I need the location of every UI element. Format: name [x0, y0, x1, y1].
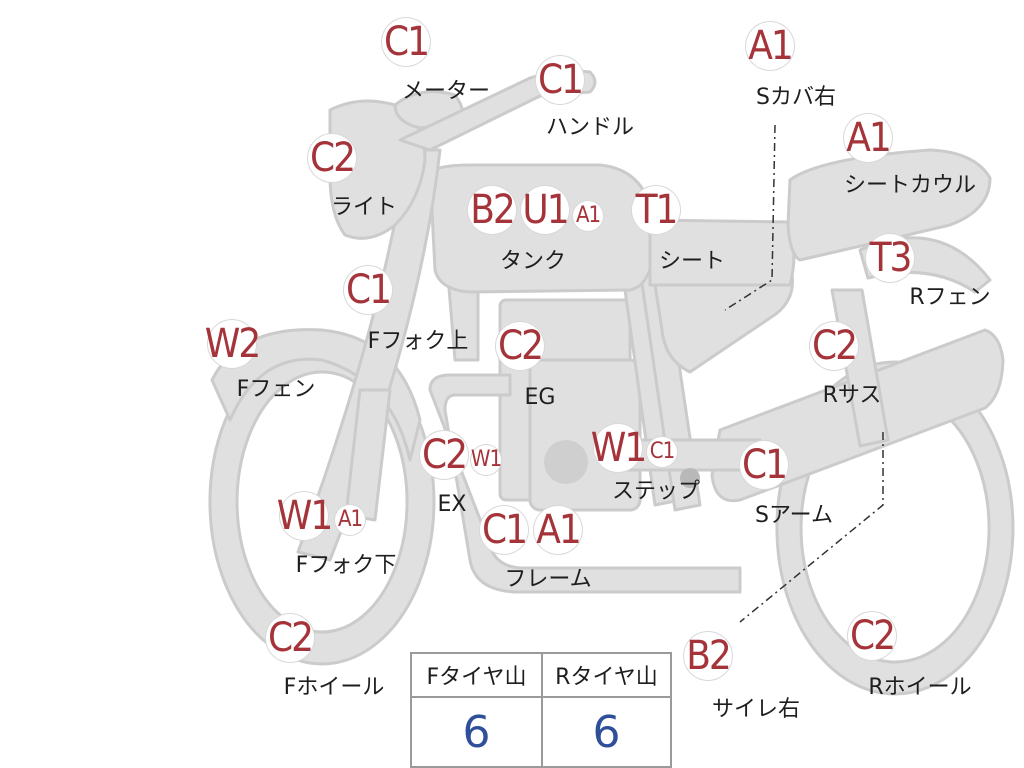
part-label-front-wheel: Fホイール	[283, 675, 385, 700]
part-label-engine: EG	[524, 385, 556, 410]
part-label-front-fork-upper: Fフォク上	[367, 329, 469, 354]
part-label-side-cover-right: Sカバ右	[756, 85, 836, 110]
grade-badge-rear-wheel: C2	[848, 612, 896, 660]
grade-badge-light: C2	[308, 134, 356, 182]
grade-badge-tank-2: U1	[521, 186, 570, 234]
grade-badge-exhaust-2: W1	[471, 445, 502, 475]
grade-badge-step-2: C1	[647, 437, 677, 467]
part-label-seat-cowl: シートカウル	[843, 173, 977, 198]
part-label-exhaust: EX	[437, 492, 467, 517]
grade-badge-rear-suspension: C2	[810, 322, 858, 370]
front-tire-header: Fタイヤ山	[412, 654, 541, 698]
part-label-light: ライト	[330, 195, 398, 220]
tire-tread-table: Fタイヤ山 Rタイヤ山 6 6	[410, 652, 672, 768]
part-label-rear-wheel: Rホイール	[868, 675, 972, 700]
rear-tire-value: 6	[541, 698, 670, 766]
part-label-front-fender: Fフェン	[236, 377, 316, 402]
grade-badge-handle: C1	[536, 56, 584, 104]
grade-badge-front-fork-lower: W1	[276, 492, 333, 540]
part-label-tank: タンク	[499, 249, 567, 274]
grade-badge-seat: T1	[632, 186, 680, 234]
grade-badge-swing-arm: C1	[740, 441, 788, 489]
part-label-muffler-right: サイレ右	[711, 697, 801, 722]
grade-badge-engine: C2	[496, 322, 544, 370]
part-label-handle: ハンドル	[545, 115, 635, 140]
leader-line-muffler	[739, 432, 884, 623]
part-label-front-fork-lower: Fフォク下	[295, 553, 397, 578]
grade-badge-muffler-right: B2	[684, 632, 732, 680]
part-label-step: ステップ	[611, 479, 701, 504]
grade-badge-frame-2: A1	[534, 506, 582, 554]
grade-badge-exhaust: C2	[420, 431, 468, 479]
grade-badge-front-fork-upper: C1	[344, 266, 392, 314]
part-label-meter: メーター	[401, 79, 491, 104]
grade-badge-seat-cowl: A1	[844, 114, 892, 162]
grade-badge-rear-fender: T3	[866, 234, 914, 282]
part-label-seat: シート	[658, 249, 726, 274]
grade-badge-front-fork-lower-2: A1	[335, 505, 365, 535]
grade-badge-side-cover-right: A1	[746, 22, 794, 70]
part-label-frame: フレーム	[504, 567, 592, 592]
grade-badge-front-wheel: C2	[266, 614, 314, 662]
grade-badge-tank: B2	[468, 186, 516, 234]
grade-badge-frame: C1	[480, 506, 528, 554]
part-label-rear-suspension: Rサス	[822, 383, 882, 408]
grade-badge-meter: C1	[382, 18, 430, 66]
part-label-swing-arm: Sアーム	[755, 503, 833, 528]
grade-badge-front-fender: W2	[204, 320, 261, 368]
grade-badge-step: W1	[590, 424, 647, 472]
grade-badge-tank-3: A1	[573, 201, 603, 231]
rear-tire-header: Rタイヤ山	[541, 654, 670, 698]
part-label-rear-fender: Rフェン	[909, 285, 991, 310]
front-tire-value: 6	[462, 706, 491, 758]
leader-line-side-cover	[724, 124, 776, 311]
